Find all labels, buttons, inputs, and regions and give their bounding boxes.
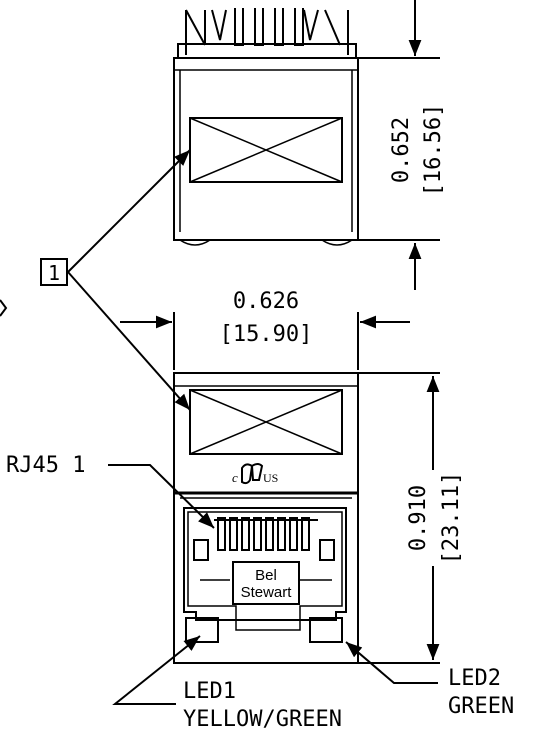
led1-leader [112,635,201,705]
top-view-height-inch: 0.652 [389,117,414,183]
ul-mark-c: c [232,470,238,485]
contact-pin [217,517,226,551]
led1-color: YELLOW/GREEN [183,707,342,731]
led1-window [185,617,219,643]
brand-label-line1: Bel [255,567,277,584]
callout-balloon [40,258,68,286]
front-view-height-mm: [23.11] [439,472,464,565]
ul-recognized-mark: c US [232,463,278,485]
edge-mark [0,299,8,317]
width-dimension-mm: [15.90] [220,322,313,347]
contact-pin [241,517,250,551]
top-view-body [173,57,359,241]
brand-label-frame [232,561,300,605]
ul-mark-us: US [263,471,278,485]
rj45-pin1-leader [108,464,215,529]
contact-pin [301,517,310,551]
rj45-contact-pins [214,517,318,551]
contact-pin [265,517,274,551]
contact-pin [229,517,238,551]
led2-color: GREEN [448,694,514,719]
top-view-height-dimension [358,0,440,290]
rj45-jack-opening [183,507,347,621]
contact-pin [253,517,262,551]
front-view [173,372,359,664]
width-dimension-inch: 0.626 [233,289,299,314]
contact-pin [289,517,298,551]
brand-label-line2: Stewart [241,584,293,601]
front-view-height-inch: 0.910 [406,485,431,551]
led2-window [309,617,343,643]
callout-1: 1 [40,149,191,411]
top-view [173,8,359,246]
front-view-body [173,372,359,664]
led2-name: LED2 [448,666,501,691]
top-view-height-mm: [16.56] [421,104,446,197]
contact-pin [277,517,286,551]
top-view-pins [177,8,357,59]
ul-mark-logo [241,463,264,485]
front-view-label-box [189,389,343,455]
callout-balloon-number: 1 [48,261,60,285]
rj45-pin1-label: RJ45 1 [6,453,85,478]
led1-name: LED1 [183,679,236,704]
led2-leader [345,641,438,684]
width-dimension [120,312,410,370]
